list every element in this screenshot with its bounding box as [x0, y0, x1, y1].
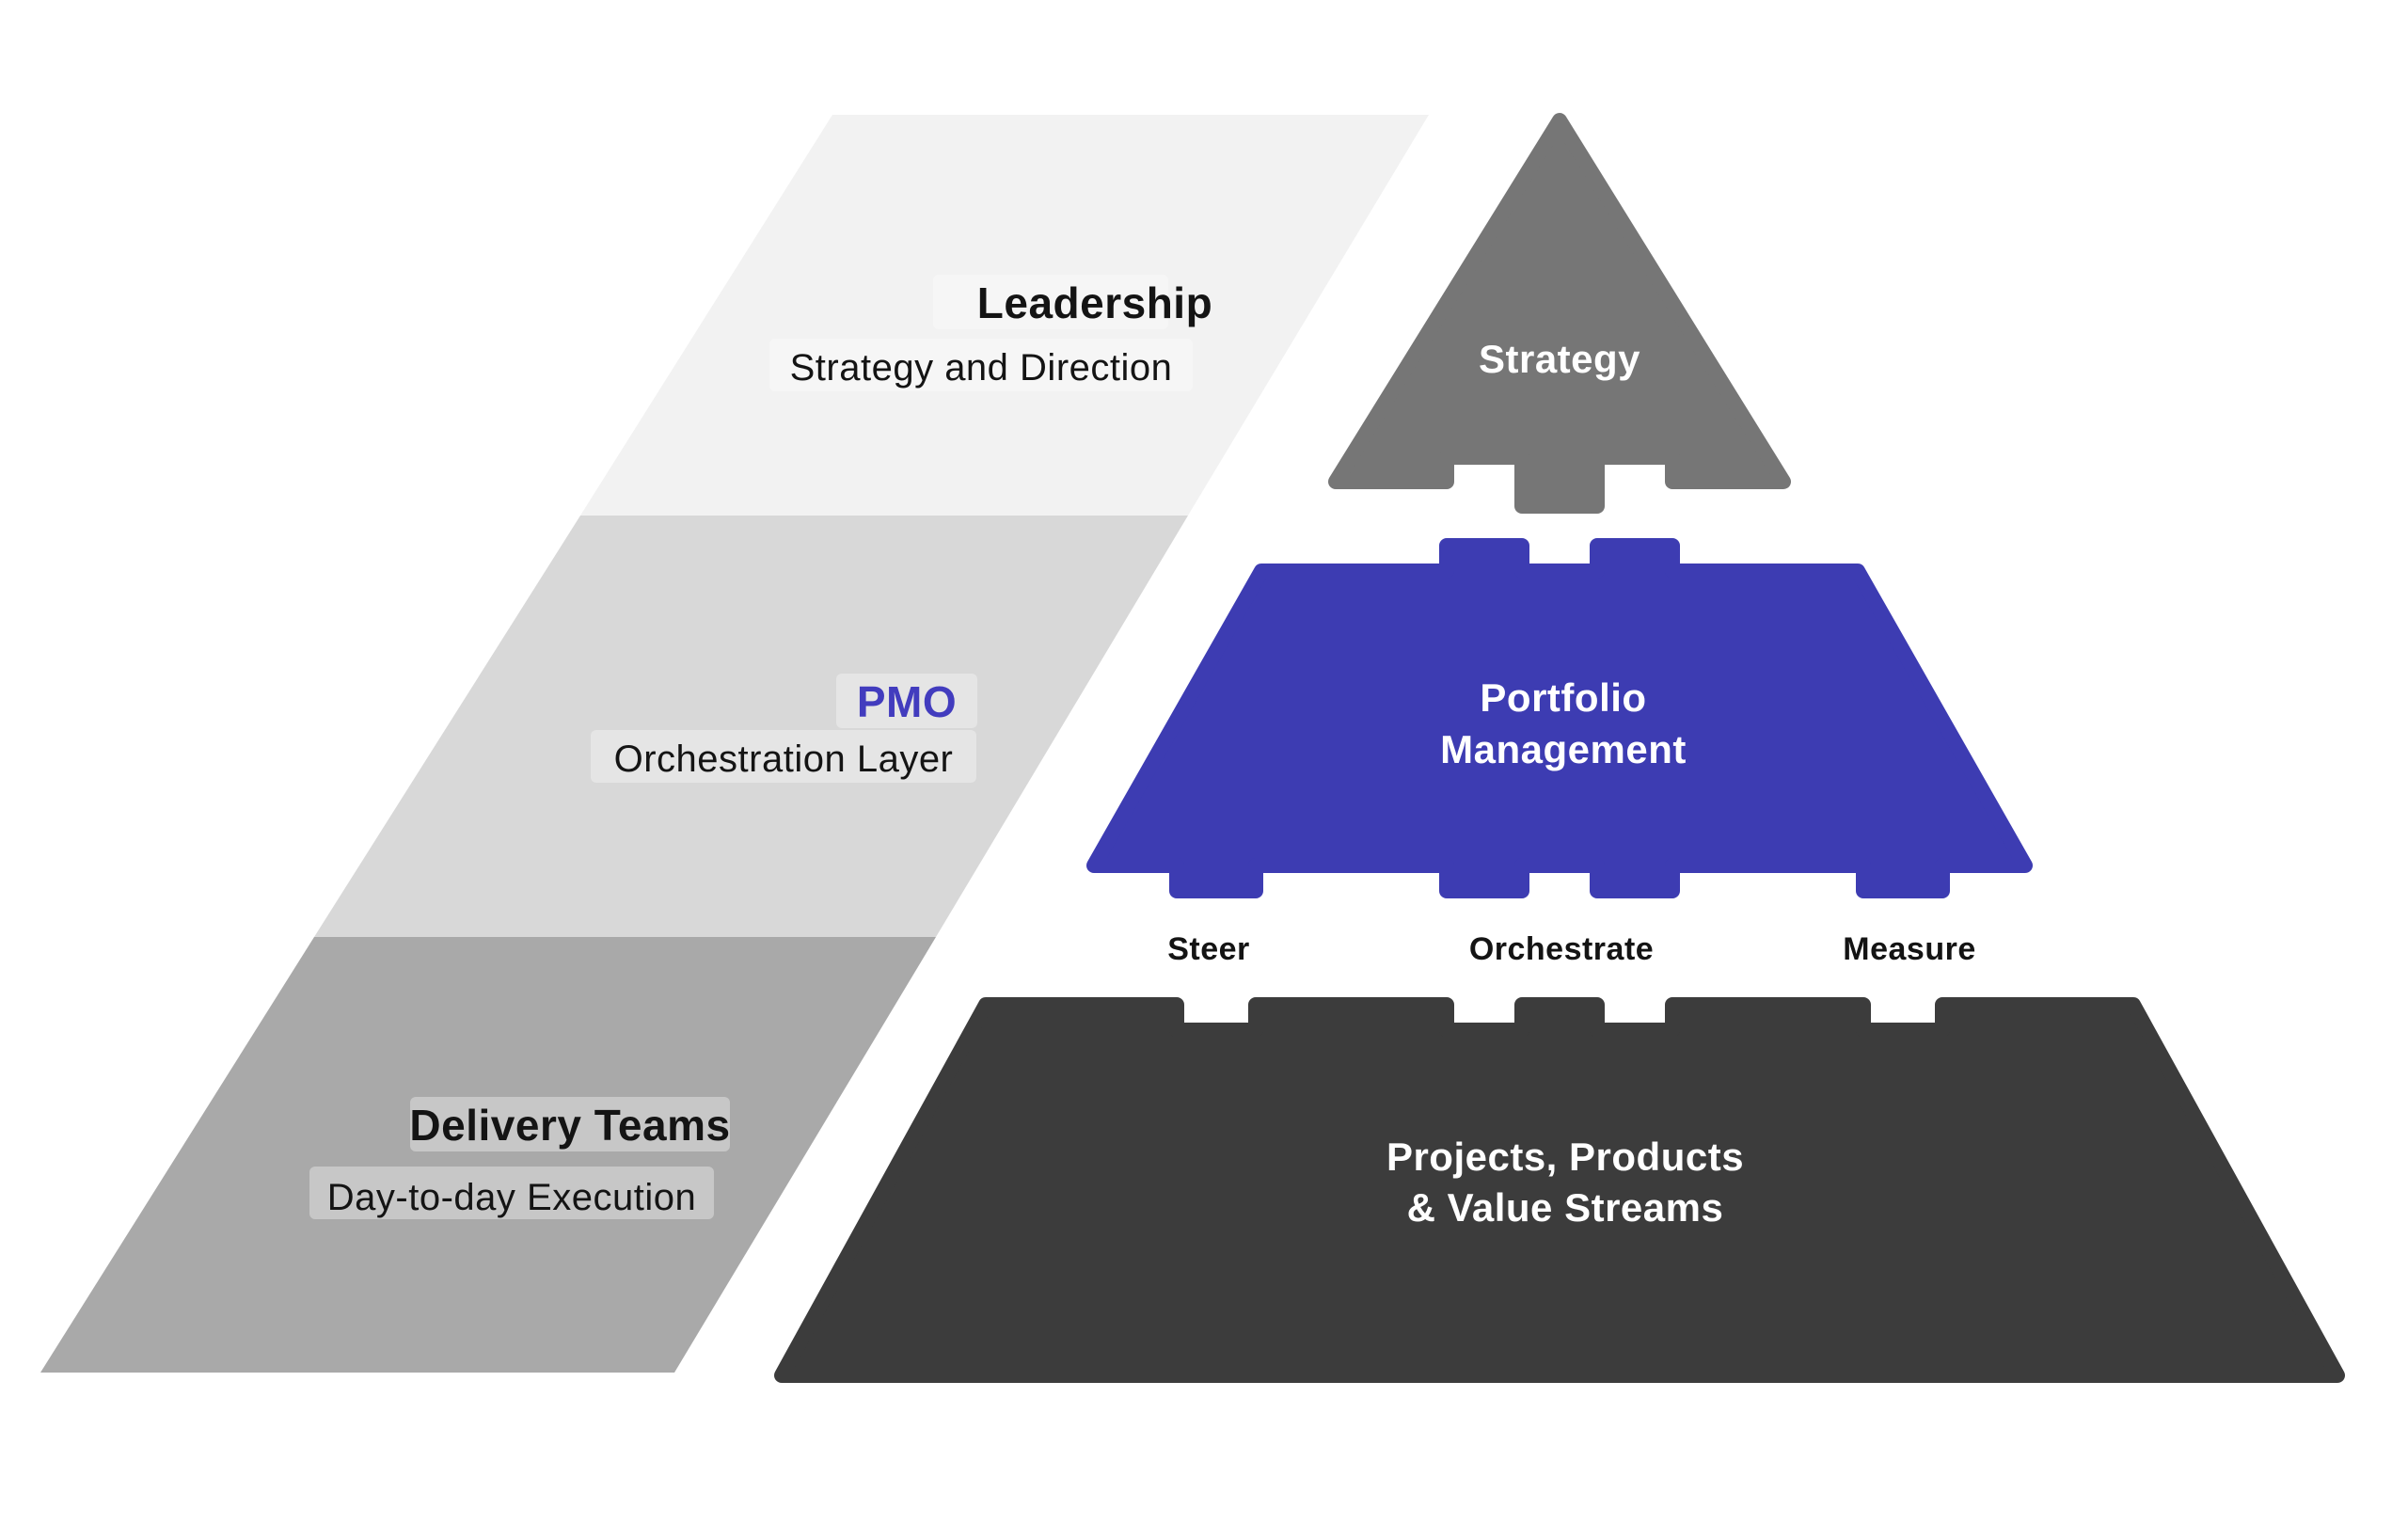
- pmo-subtitle-highlight: [591, 730, 976, 783]
- leadership-title: Leadership: [977, 278, 1212, 327]
- delivery-subtitle-highlight: [309, 1167, 714, 1219]
- portfolio-piece: [1086, 538, 2033, 898]
- portfolio-label-line1: Portfolio: [1480, 675, 1646, 720]
- strategy-piece: [1328, 113, 1791, 514]
- leadership-subtitle: Strategy and Direction: [790, 347, 1173, 389]
- pmo-title-highlight: [836, 674, 977, 728]
- steer-label: Steer: [1167, 931, 1250, 967]
- pmo-band: [314, 516, 1188, 937]
- portfolio-label-line2: Management: [1440, 727, 1687, 771]
- pmo-subtitle: Orchestration Layer: [614, 738, 954, 780]
- delivery-subtitle: Day-to-day Execution: [327, 1177, 696, 1218]
- leadership-title-highlight: [933, 275, 1168, 329]
- pmo-title: PMO: [857, 677, 957, 726]
- base-label-line1: Projects, Products: [1386, 1135, 1744, 1179]
- delivery-band: [40, 937, 936, 1373]
- pyramid: Strategy Portfolio Management Steer Orch…: [774, 113, 2345, 1383]
- base-piece: [774, 997, 2345, 1383]
- leadership-band: [580, 115, 1429, 516]
- leadership-subtitle-highlight: [769, 339, 1193, 391]
- delivery-title: Delivery Teams: [409, 1101, 730, 1150]
- left-panel: Leadership Strategy and Direction PMO Or…: [40, 115, 1429, 1373]
- base-label-line2: & Value Streams: [1407, 1185, 1724, 1230]
- measure-label: Measure: [1843, 931, 1975, 967]
- orchestrate-label: Orchestrate: [1469, 931, 1654, 967]
- strategy-label: Strategy: [1479, 337, 1640, 381]
- delivery-title-highlight: [410, 1097, 730, 1151]
